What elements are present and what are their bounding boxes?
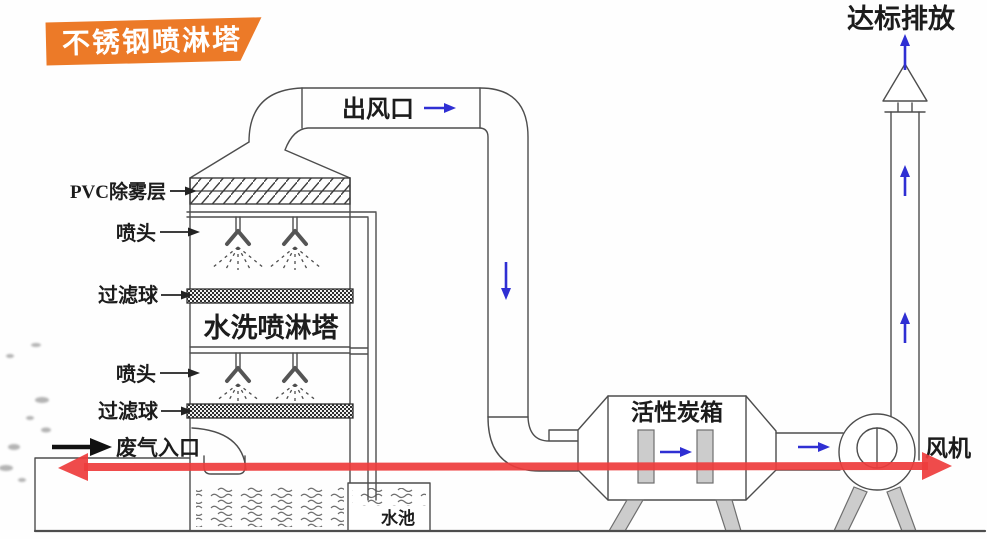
- elbow-inner-line: [527, 416, 579, 442]
- fan: 风机: [833, 413, 971, 532]
- title-banner: 不锈钢喷淋塔: [45, 17, 262, 66]
- spray-tower: 水洗喷淋塔: [186, 141, 377, 532]
- gas-inlet-arrow-icon: [52, 438, 112, 456]
- flow-arrow-up-icon: [900, 312, 910, 343]
- carbon-slab: [637, 429, 655, 484]
- flow-arrow-right-icon: [424, 103, 456, 113]
- flow-arrow-right-icon: [798, 442, 830, 452]
- gas-inlet-duct: 废气入口: [34, 436, 200, 531]
- flow-arrow-up-icon: [900, 34, 910, 70]
- ink-smudges: [0, 343, 51, 482]
- carbon-box-leg: [715, 499, 742, 532]
- section-divider: [189, 346, 351, 354]
- fan-leg: [886, 486, 917, 532]
- left-labels: PVC除雾层 喷头 过滤球 喷头 过滤球: [70, 180, 200, 423]
- filter-ball-label: 过滤球: [98, 284, 159, 307]
- pipe-lines: [349, 212, 377, 503]
- fan-label: 风机: [925, 436, 971, 461]
- carbon-box-label: 活性炭箱: [631, 399, 723, 425]
- flow-arrow-up-icon: [900, 165, 910, 196]
- pool-water: [352, 488, 426, 506]
- water-pool-label: 水池: [381, 508, 415, 528]
- flow-arrow-right-icon: [660, 447, 692, 457]
- red-arrowhead-right-icon: [922, 452, 952, 480]
- upper-spray-nozzles: [211, 216, 322, 270]
- carbon-slab: [696, 429, 714, 484]
- nozzle-icon: [268, 216, 322, 270]
- nozzle-label: 喷头: [116, 363, 156, 386]
- tower-rim-lines: [186, 211, 377, 218]
- nozzle-icon: [272, 352, 318, 403]
- compliant-discharge-label: 达标排放: [847, 3, 956, 34]
- pipe-into-pool: [367, 482, 377, 501]
- outlet-duct: 出风口: [248, 87, 529, 418]
- exhaust-stack: 达标排放: [847, 3, 956, 461]
- filter-ball-layer: [186, 403, 354, 419]
- water-pool: 水池: [347, 482, 431, 530]
- elbow-outer-line: [487, 416, 579, 472]
- fan-leg: [833, 486, 868, 532]
- main-flow-double-arrow: [58, 452, 952, 481]
- inlet-duct-outline: [34, 457, 191, 531]
- stack-pipe-lines: [890, 111, 920, 461]
- tower-water: [196, 487, 344, 527]
- red-arrowhead-left-icon: [58, 453, 88, 481]
- nozzle-icon: [211, 216, 265, 270]
- air-outlet-label: 出风口: [342, 96, 414, 123]
- gas-inlet-label: 废气入口: [116, 436, 200, 460]
- lower-spray-nozzles: [215, 352, 318, 403]
- filter-ball-label: 过滤球: [98, 400, 159, 423]
- banner-ribbon: [45, 17, 262, 66]
- filter-ball-layer: [186, 288, 354, 304]
- tower-name-label: 水洗喷淋塔: [204, 313, 340, 343]
- outlet-duct-outer-line: [248, 87, 529, 418]
- duct-joint-lines: [301, 87, 529, 418]
- recirculation-pipe: [349, 212, 377, 503]
- pvc-layer-label: PVC除雾层: [70, 180, 166, 203]
- flow-arrow-down-icon: [501, 262, 511, 300]
- nozzle-label: 喷头: [116, 222, 156, 245]
- banner-title: 不锈钢喷淋塔: [62, 24, 243, 60]
- downcomer-elbow: [487, 416, 579, 472]
- stack-cone-cap: [882, 63, 928, 102]
- stack-neck: [884, 102, 926, 113]
- demister-layer: [189, 177, 351, 205]
- outlet-duct-inner-line: [284, 127, 489, 418]
- carbon-box-leg: [607, 499, 645, 532]
- nozzle-icon: [215, 352, 261, 403]
